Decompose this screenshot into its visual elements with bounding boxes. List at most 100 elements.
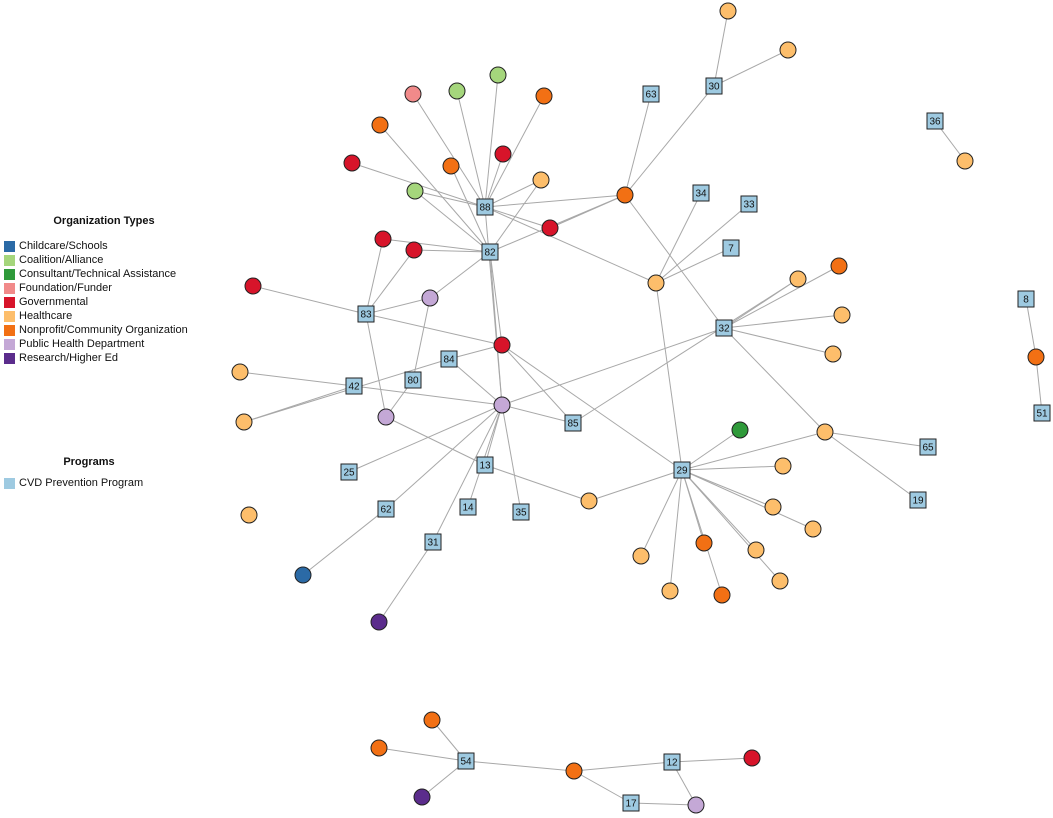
organization-node bbox=[404, 85, 422, 103]
organization-node bbox=[493, 396, 511, 414]
network-edge bbox=[1035, 356, 1043, 414]
program-node: 83 bbox=[357, 305, 375, 323]
network-edge bbox=[655, 203, 750, 284]
program-node-label: 32 bbox=[718, 324, 730, 335]
network-edge bbox=[379, 124, 491, 253]
program-node-box bbox=[692, 184, 710, 202]
network-edge bbox=[489, 251, 503, 346]
organization-node bbox=[661, 582, 679, 600]
network-edge bbox=[723, 314, 843, 329]
organization-node bbox=[632, 547, 650, 565]
org-type-legend-item: Coalition/Alliance bbox=[4, 253, 204, 267]
org-type-legend-item: Research/Higher Ed bbox=[4, 351, 204, 365]
organization-types-legend-title: Organization Types bbox=[53, 215, 155, 227]
network-edge bbox=[501, 404, 574, 424]
org-type-legend-label: Public Health Department bbox=[19, 338, 145, 350]
org-type-legend-swatch bbox=[4, 254, 15, 266]
network-edge bbox=[681, 469, 814, 530]
org-type-legend-item: Healthcare bbox=[4, 309, 204, 323]
network-edge bbox=[484, 179, 542, 208]
network-edge bbox=[484, 206, 551, 229]
organization-node bbox=[833, 306, 851, 324]
network-edge bbox=[467, 404, 503, 508]
network-edge bbox=[465, 760, 575, 772]
organization-node bbox=[489, 66, 507, 84]
program-node: 63 bbox=[642, 85, 660, 103]
network-edge bbox=[501, 344, 574, 424]
program-node-label: 62 bbox=[380, 505, 392, 516]
program-node: 36 bbox=[926, 112, 944, 130]
network-edge bbox=[365, 238, 384, 315]
organization-node bbox=[423, 711, 441, 729]
network-edge bbox=[572, 278, 799, 424]
program-node: 19 bbox=[909, 491, 927, 509]
organization-node bbox=[565, 762, 583, 780]
program-node: 62 bbox=[377, 500, 395, 518]
organization-node bbox=[371, 116, 389, 134]
program-node-label: 25 bbox=[343, 468, 355, 479]
network-edge bbox=[1025, 298, 1037, 358]
program-node-label: 12 bbox=[666, 758, 678, 769]
network-edge bbox=[573, 770, 632, 804]
organization-node bbox=[580, 492, 598, 510]
network-edge bbox=[365, 249, 415, 315]
network-edge bbox=[302, 508, 387, 576]
network-edge bbox=[382, 238, 491, 253]
organization-node bbox=[406, 182, 424, 200]
org-type-legend-label: Research/Higher Ed bbox=[19, 352, 119, 364]
program-node-label: 19 bbox=[912, 496, 924, 507]
network-edge bbox=[723, 327, 834, 355]
program-node-label: 29 bbox=[676, 466, 688, 477]
organization-node bbox=[1027, 348, 1045, 366]
network-edge bbox=[484, 464, 590, 502]
program-node-label: 30 bbox=[708, 82, 720, 93]
org-type-legend-label: Governmental bbox=[19, 296, 89, 308]
organization-node bbox=[343, 154, 361, 172]
program-node: 82 bbox=[481, 243, 499, 261]
network-edge bbox=[489, 251, 503, 406]
network-edge bbox=[624, 194, 725, 329]
program-node: 34 bbox=[692, 184, 710, 202]
org-type-legend-label: Consultant/Technical Assistance bbox=[19, 268, 177, 280]
program-node-box bbox=[345, 377, 363, 395]
program-node-box bbox=[424, 533, 442, 551]
organization-node bbox=[405, 241, 423, 259]
program-node: 42 bbox=[345, 377, 363, 395]
organization-node bbox=[764, 498, 782, 516]
edge-layer bbox=[239, 10, 1043, 806]
organization-node bbox=[647, 274, 665, 292]
org-type-legend-label: Nonprofit/Community Organization bbox=[19, 324, 188, 336]
program-node-box bbox=[404, 371, 422, 389]
org-type-legend-swatch bbox=[4, 282, 15, 294]
org-type-legend-swatch bbox=[4, 352, 15, 364]
org-type-legend-item: Governmental bbox=[4, 295, 204, 309]
network-edge bbox=[655, 247, 732, 284]
program-node-label: 85 bbox=[567, 419, 579, 430]
network-edge bbox=[484, 153, 504, 208]
program-node: 51 bbox=[1033, 404, 1051, 422]
organization-node bbox=[804, 520, 822, 538]
organization-node bbox=[442, 157, 460, 175]
program-node-label: 34 bbox=[695, 189, 707, 200]
programs-legend: Programs CVD Prevention Program bbox=[4, 456, 174, 490]
program-node-label: 65 bbox=[922, 443, 934, 454]
program-node: 88 bbox=[476, 198, 494, 216]
org-type-legend-label: Childcare/Schools bbox=[19, 240, 108, 252]
program-node-box bbox=[440, 350, 458, 368]
organization-node bbox=[743, 749, 761, 767]
organization-node bbox=[687, 796, 705, 814]
network-edge bbox=[669, 469, 683, 592]
network-edge bbox=[448, 344, 503, 360]
network-edge bbox=[243, 385, 355, 423]
network-edge bbox=[378, 747, 467, 762]
program-node: 80 bbox=[404, 371, 422, 389]
program-node-label: 14 bbox=[462, 503, 474, 514]
network-edge bbox=[671, 757, 753, 763]
org-type-legend-item: Consultant/Technical Assistance bbox=[4, 267, 204, 281]
network-edge bbox=[378, 541, 434, 623]
program-node: 54 bbox=[457, 752, 475, 770]
program-node-box bbox=[919, 438, 937, 456]
program-node: 25 bbox=[340, 463, 358, 481]
network-edge bbox=[412, 93, 486, 208]
